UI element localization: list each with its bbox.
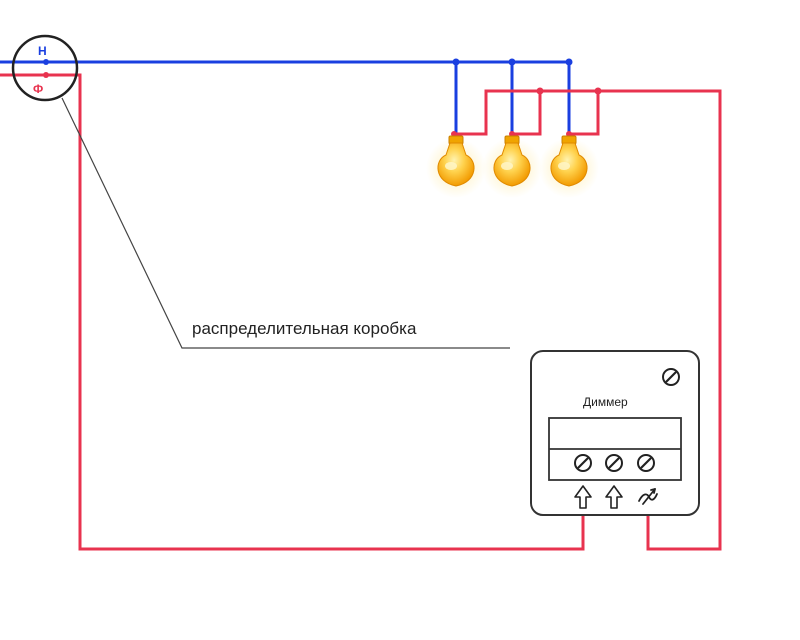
screw-icon [662, 368, 680, 386]
screw-terminal-icon [574, 454, 592, 472]
lamp-3-feed-wire [567, 89, 600, 136]
lamp-3 [539, 135, 599, 198]
lamp-1 [426, 135, 486, 198]
arrow-up-outline-icon [574, 485, 592, 509]
dimmer-output-icon [638, 488, 658, 505]
junction-box-outline [11, 34, 79, 102]
lamp-2-feed-wire [510, 89, 542, 136]
phase-input-wire [0, 73, 585, 551]
dimmer: Диммер [530, 350, 700, 516]
junction-box-caption: распределительная коробка [192, 319, 417, 338]
phase-label: Ф [33, 82, 43, 96]
phase-wires [0, 73, 722, 551]
junction-box: Н Ф [11, 34, 79, 102]
junction-box-leader-line [61, 97, 510, 349]
neutral-label: Н [38, 44, 47, 58]
screw-terminal-icon [605, 454, 623, 472]
screw-terminal-icon [637, 454, 655, 472]
arrow-up-outline-icon [605, 485, 623, 509]
dimmer-output-wire [452, 89, 722, 551]
lamp-2 [482, 135, 542, 198]
neutral-wires [0, 60, 572, 136]
neutral-junction-dots [43, 58, 573, 66]
phase-junction-dots [43, 72, 602, 137]
dimmer-title: Диммер [583, 395, 628, 409]
